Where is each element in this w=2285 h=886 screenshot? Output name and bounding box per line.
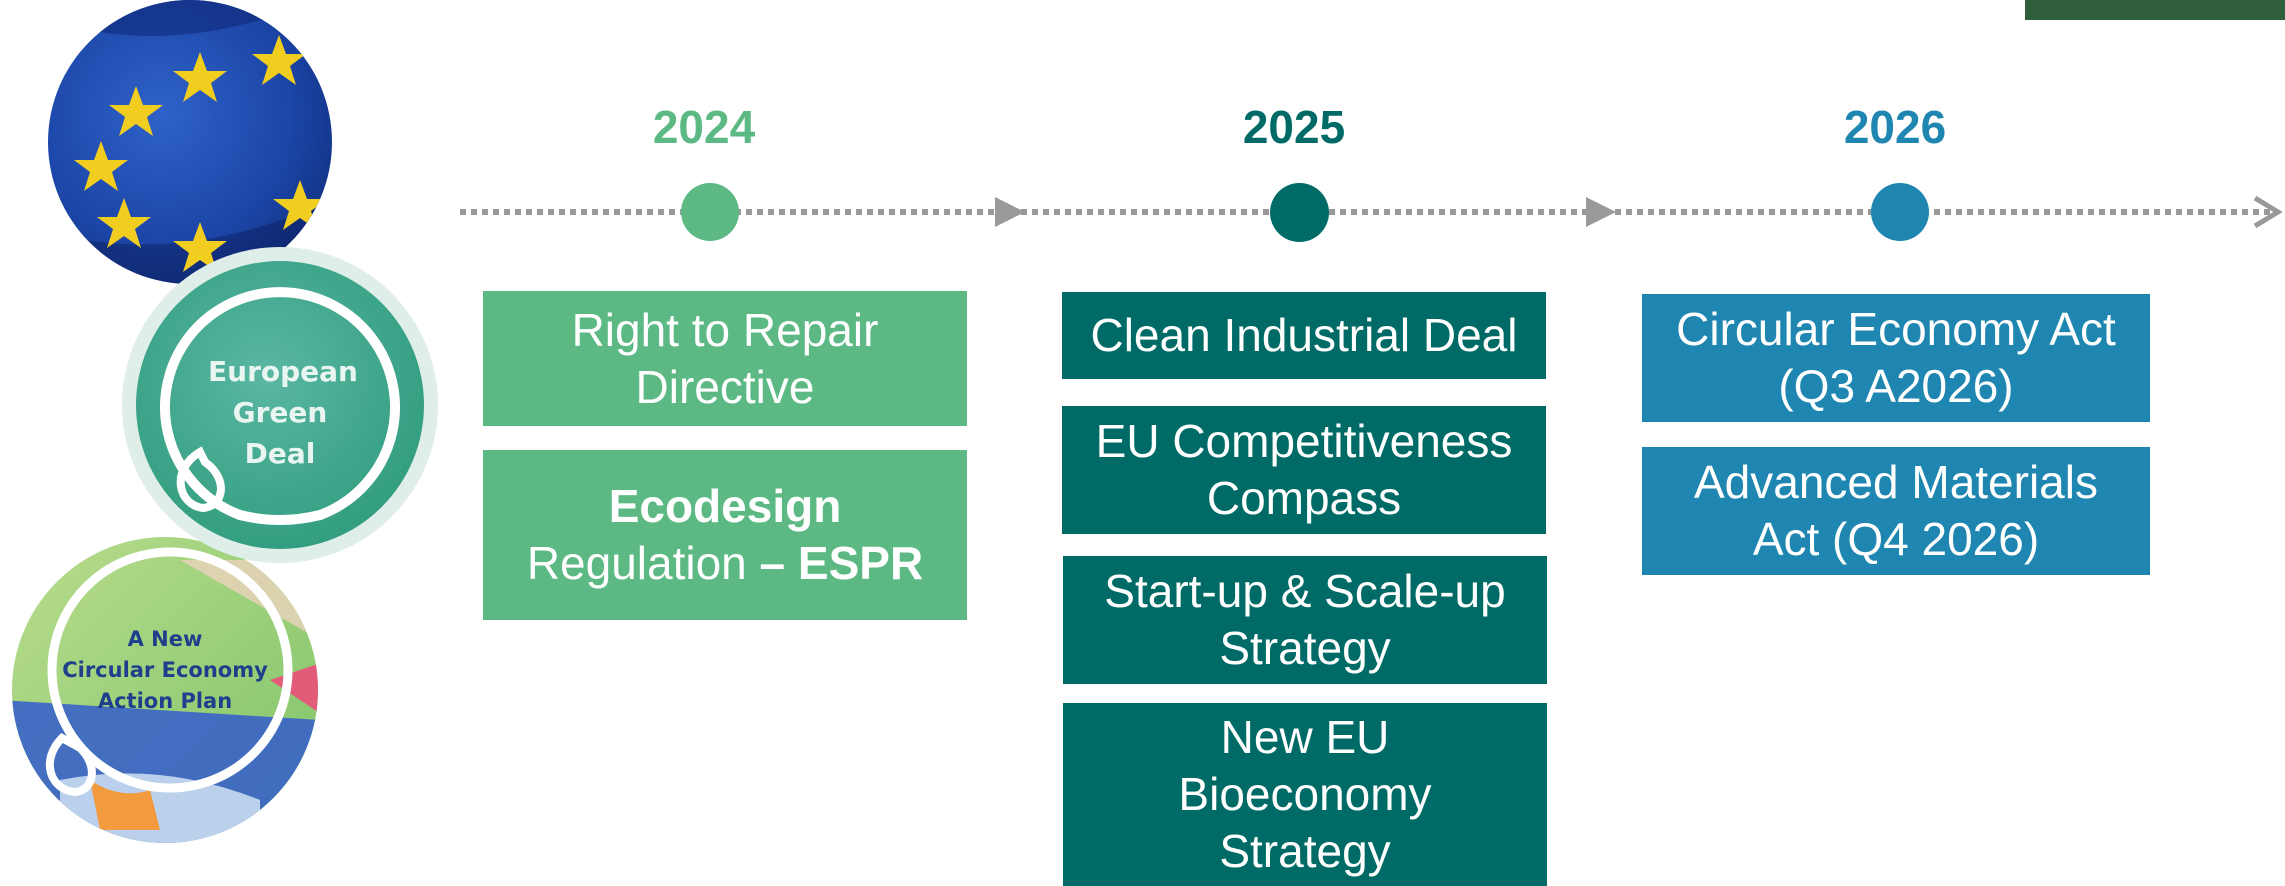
item-advanced-materials-act: Advanced Materials Act (Q4 2026) [1642,447,2150,575]
circular-plan-line2: Circular Economy [62,658,268,682]
year-2025: 2025 [1242,101,1346,153]
item-line: New EU [1220,711,1390,763]
item-line: EU Competitiveness [1095,415,1513,467]
item-circular-economy-act: Circular Economy Act (Q3 A2026) [1642,294,2150,422]
item-line: Bioeconomy [1178,768,1432,820]
item-line: Strategy [1219,622,1391,674]
item-line: Strategy [1219,825,1391,877]
left-image-stack: A New Circular Economy Action Plan Europ… [12,0,438,843]
year-2024: 2024 [652,101,756,153]
item-right-to-repair: Right to Repair Directive [483,291,967,426]
circular-plan-line3: Action Plan [98,689,232,713]
item-line: Right to Repair [571,303,879,356]
item-line: Compass [1206,472,1402,524]
item-line-bold: – ESPR [746,537,924,589]
circular-economy-plan-icon: A New Circular Economy Action Plan [12,537,318,843]
green-deal-icon: European Green Deal [122,247,438,563]
timeline-line [460,195,2283,229]
arrow-head-icon [995,197,1025,227]
corner-accent-bar [2025,0,2285,20]
item-line-plain: Regulation [526,537,747,589]
item-line: (Q3 A2026) [1778,360,2014,412]
green-deal-line2: Green [233,396,328,429]
year-2026: 2026 [1843,101,1947,153]
item-line: Directive [635,360,815,413]
milestone-dot-2026 [1871,183,1929,241]
item-ecodesign: Ecodesign Regulation – ESPR [483,450,967,620]
item-competitiveness-compass: EU Competitiveness Compass [1062,406,1546,534]
arrow-head-icon [2253,195,2283,229]
milestone-dot-2025 [1270,183,1329,242]
arrow-head-icon [1586,197,1616,227]
green-deal-line3: Deal [245,437,316,470]
item-line-bold: Ecodesign [608,480,842,532]
item-clean-industrial-deal: Clean Industrial Deal [1062,292,1546,379]
milestone-dot-2024 [681,183,739,241]
item-line: Start-up & Scale-up [1104,565,1506,617]
item-line-mixed: Regulation – ESPR [527,535,923,592]
item-startup-scaleup-strategy: Start-up & Scale-up Strategy [1063,556,1547,684]
item-bioeconomy-strategy: New EU Bioeconomy Strategy [1063,703,1547,886]
green-deal-line1: European [208,355,358,388]
item-line: Advanced Materials [1694,456,2098,508]
item-line: Circular Economy Act [1676,303,2116,355]
item-line: Act (Q4 2026) [1752,513,2040,565]
circular-plan-line1: A New [128,627,203,651]
item-line: Clean Industrial Deal [1090,309,1518,361]
